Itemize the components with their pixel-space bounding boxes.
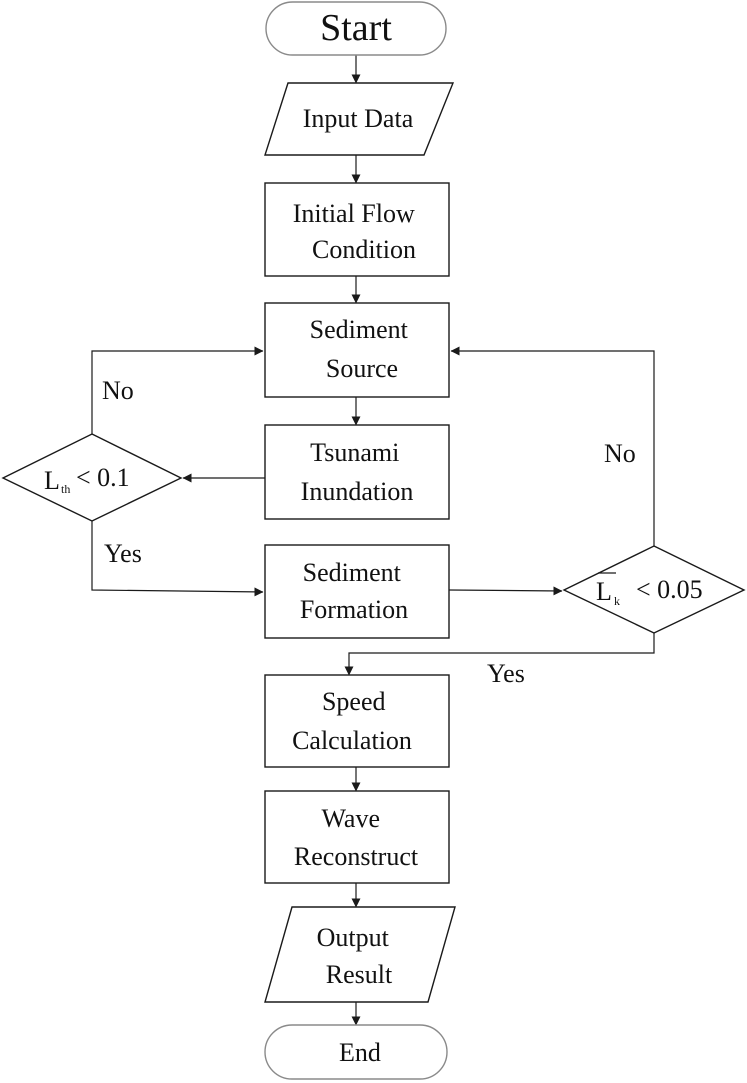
start-label: Start <box>320 7 392 49</box>
speed-calculation-line-1: Speed <box>322 687 386 716</box>
wave-reconstruct-shape <box>264 790 450 884</box>
sediment-source-line-1: Sediment <box>310 315 409 344</box>
end-terminator-shape <box>264 1024 448 1080</box>
decision-right-symbol: L <box>596 577 612 606</box>
decision-left-symbol: L <box>44 466 60 495</box>
decision-left: L th < 0.1 <box>1 433 183 522</box>
output-result-shape <box>264 906 456 1003</box>
decision-left-comparison: < 0.1 <box>76 463 130 492</box>
end-label: End <box>339 1038 381 1067</box>
initial-flow-line-1: Initial Flow <box>293 199 415 228</box>
output-result-line-1: Output <box>317 923 390 952</box>
speed-calculation-node: Speed Calculation <box>264 674 450 768</box>
sediment-formation-shape <box>264 544 450 639</box>
tsunami-inundation-line-1: Tsunami <box>310 438 399 467</box>
sediment-source-shape <box>264 302 450 398</box>
start-terminator: Start <box>265 1 447 56</box>
output-result-line-2: Result <box>326 960 393 989</box>
decision-right-subscript: k <box>614 594 620 608</box>
initial-flow-line-2: Condition <box>312 235 416 264</box>
decision-right-comparison: < 0.05 <box>636 575 703 604</box>
wave-reconstruct-node: Wave Reconstruct <box>264 790 450 884</box>
edge-label-left-yes: Yes <box>104 539 142 568</box>
sediment-source-label: Sediment Source <box>310 315 415 383</box>
tsunami-inundation-shape <box>264 424 450 520</box>
arrow-decision-left-no-loop <box>91 346 264 434</box>
sediment-source-line-2: Source <box>326 354 398 383</box>
input-data-node: Input Data <box>264 82 455 156</box>
edge-label-right-no: No <box>604 439 636 468</box>
input-data-shape <box>264 82 455 156</box>
sediment-formation-node: Sediment Formation <box>264 544 450 639</box>
decision-left-subscript: th <box>61 482 70 496</box>
tsunami-inundation-line-2: Inundation <box>301 477 414 506</box>
initial-flow-node: Initial Flow Condition <box>264 182 450 277</box>
input-data-label: Input Data <box>303 104 414 133</box>
output-result-label: Output Result <box>317 923 396 989</box>
sediment-formation-line-2: Formation <box>300 595 408 624</box>
initial-flow-label: Initial Flow Condition <box>293 199 422 264</box>
sediment-source-node: Sediment Source <box>264 302 450 398</box>
connectors <box>91 55 655 1026</box>
decision-right-shape <box>562 545 746 634</box>
tsunami-inundation-label: Tsunami Inundation <box>301 438 414 506</box>
arrow-decision-right-yes <box>344 633 655 676</box>
decision-left-shape <box>1 433 183 522</box>
arrow-formation-to-decision-right <box>448 586 563 596</box>
sediment-formation-line-1: Sediment <box>303 558 402 587</box>
wave-reconstruct-line-1: Wave <box>321 804 380 833</box>
decision-right: L k < 0.05 <box>562 545 746 634</box>
edge-label-left-no: No <box>102 376 134 405</box>
initial-flow-shape <box>264 182 450 277</box>
start-terminator-shape <box>265 1 447 56</box>
wave-reconstruct-line-2: Reconstruct <box>294 842 419 871</box>
arrow-decision-left-yes <box>91 521 264 597</box>
sediment-formation-label: Sediment Formation <box>300 558 408 624</box>
tsunami-inundation-node: Tsunami Inundation <box>264 424 450 520</box>
edge-label-right-yes: Yes <box>487 659 525 688</box>
arrow-decision-right-no-loop <box>450 346 655 546</box>
output-result-node: Output Result <box>264 906 456 1003</box>
end-terminator: End <box>264 1024 448 1080</box>
speed-calculation-label: Speed Calculation <box>292 687 412 755</box>
speed-calculation-line-2: Calculation <box>292 726 412 755</box>
wave-reconstruct-label: Wave Reconstruct <box>294 804 419 871</box>
speed-calculation-shape <box>264 674 450 768</box>
